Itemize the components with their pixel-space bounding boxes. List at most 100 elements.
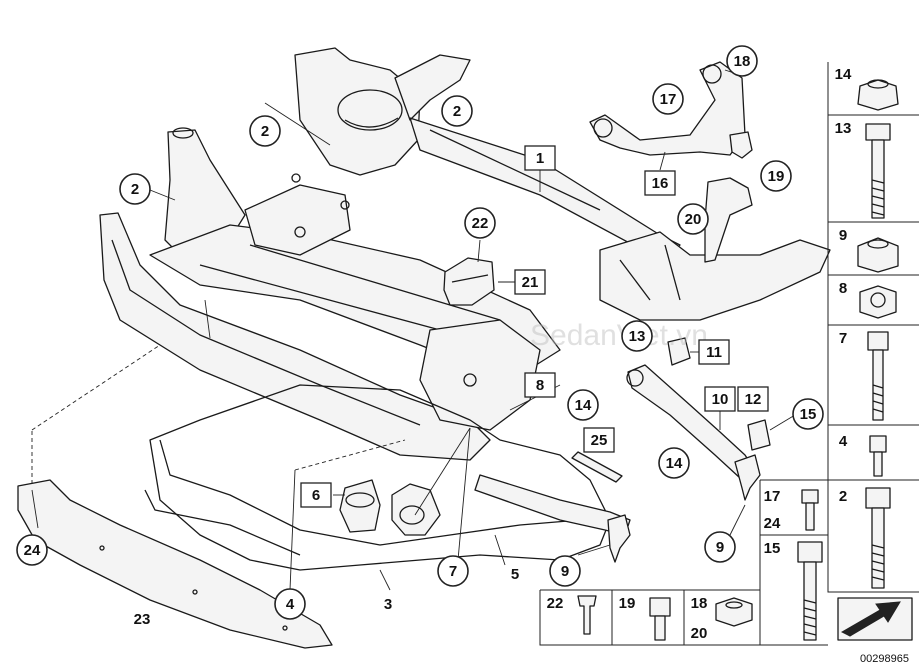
callout-2: 2: [441, 95, 473, 127]
callout-label: 2: [131, 181, 139, 198]
callout-label: 13: [629, 328, 646, 345]
expanding-rivet-icon: [577, 595, 597, 635]
fastener-label-17: 17: [764, 488, 781, 505]
callout-label: 14: [666, 455, 683, 472]
callout-label: 7: [449, 563, 457, 580]
callout-label: 18: [734, 53, 751, 70]
callout-label: 23: [134, 611, 151, 628]
fastener-label-13: 13: [835, 120, 852, 137]
flange-nut-icon: [857, 237, 899, 273]
fastener-label-22: 22: [547, 595, 564, 612]
callout-25: 25: [583, 427, 615, 453]
callout-label: 2: [453, 103, 461, 120]
callout-label: 22: [472, 215, 489, 232]
fastener-label-7: 7: [839, 330, 847, 347]
watermark: SedanViet.vn: [530, 319, 708, 352]
callout-6: 6: [300, 482, 332, 508]
callout-label: 24: [24, 542, 41, 559]
callout-label: 15: [800, 406, 817, 423]
lower-arm: [474, 474, 631, 536]
wishbone-upper: [589, 61, 753, 159]
callout-4: 4: [274, 588, 306, 620]
bolt-19-icon: [649, 597, 671, 617]
fastener-label-14: 14: [835, 66, 852, 83]
callout-label: 17: [660, 91, 677, 108]
callout-label: 3: [384, 596, 392, 613]
fastener-label-9: 9: [839, 227, 847, 244]
fastener-label-19: 19: [619, 595, 636, 612]
callout-7: 7: [437, 555, 469, 587]
fastener-label-18: 18: [691, 595, 708, 612]
rod: [571, 451, 623, 483]
callout-label: 19: [768, 168, 785, 185]
nut-18-icon: [715, 597, 753, 627]
callout-16: 16: [644, 170, 676, 196]
callout-label: 14: [575, 397, 592, 414]
callout-14: 14: [567, 389, 599, 421]
fastener-label-24: 24: [764, 515, 781, 532]
fastener-label-8: 8: [839, 280, 847, 297]
engine-mount-7: [391, 483, 441, 536]
callout-label: 25: [591, 432, 608, 449]
callout-15: 15: [792, 398, 824, 430]
callout-1: 1: [524, 145, 556, 171]
lock-nut-icon: [859, 285, 897, 319]
fastener-label-4: 4: [839, 433, 848, 450]
callout-label: 6: [312, 487, 320, 504]
callout-14: 14: [658, 447, 690, 479]
callout-2: 2: [119, 173, 151, 205]
callout-label: 12: [745, 391, 762, 408]
callout-9: 9: [704, 531, 736, 563]
callout-label: 11: [706, 344, 722, 361]
callout-8: 8: [524, 372, 556, 398]
callout-label: 8: [536, 377, 544, 394]
callout-label: 1: [536, 150, 544, 167]
fastener-grid-labels: 17 24 15 22 19 18 20: [547, 488, 781, 642]
callout-23: 23: [134, 611, 151, 628]
callout-label: 9: [716, 539, 724, 556]
long-bolt-icon: [865, 487, 891, 509]
direction-arrow-icon: [840, 601, 901, 637]
callout-3: 3: [384, 596, 392, 613]
bracket: [704, 177, 753, 263]
callout-label: 21: [522, 274, 539, 291]
underbody-panel: [144, 384, 611, 571]
callout-label: 2: [261, 123, 269, 140]
bolt-17-icon: [801, 489, 819, 504]
callout-2: 2: [249, 115, 281, 147]
callout-21: 21: [514, 269, 546, 295]
drawing-number: 00298965: [860, 653, 909, 665]
callout-10: 10: [704, 386, 736, 412]
bolt-15-icon: [797, 541, 823, 563]
callout-5: 5: [511, 566, 519, 583]
callout-24: 24: [16, 534, 48, 566]
callout-label: 20: [685, 211, 702, 228]
callout-label: 10: [712, 391, 729, 408]
callout-12: 12: [737, 386, 769, 412]
rubber-mount: [443, 257, 495, 306]
callout-11: 11: [698, 339, 730, 365]
bushing-12: [747, 419, 771, 451]
callout-19: 19: [760, 160, 792, 192]
flange-bolt-icon: [867, 331, 889, 351]
callout-label: 9: [561, 563, 569, 580]
leader-lines: [31, 69, 796, 591]
callout-9: 9: [549, 555, 581, 587]
callout-label: 16: [652, 175, 669, 192]
front-axle-carrier: [99, 47, 831, 461]
bolt-icon: [865, 123, 891, 141]
callout-13: 13: [621, 320, 653, 352]
bushing-11: [667, 337, 691, 366]
fastener-label-15: 15: [764, 540, 781, 557]
nut-icon: [857, 79, 899, 111]
callout-22: 22: [464, 207, 496, 239]
fastener-label-20: 20: [691, 625, 708, 642]
fastener-grid: [539, 479, 828, 646]
callout-17: 17: [652, 83, 684, 115]
callout-label: 4: [286, 596, 295, 613]
engine-mount-6: [339, 479, 381, 533]
